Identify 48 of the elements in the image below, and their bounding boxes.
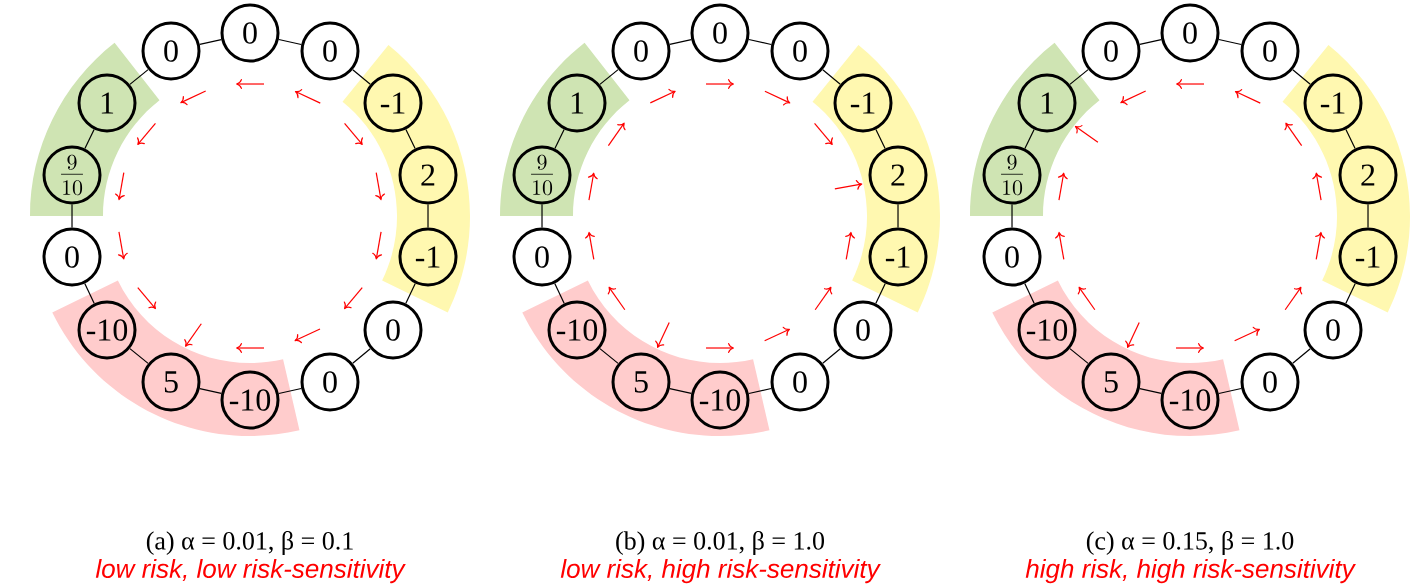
subtitle: low risk, low risk-sensitivity xyxy=(95,558,406,584)
connector-line xyxy=(1139,387,1162,395)
connector-line xyxy=(1139,38,1162,46)
connector-line xyxy=(1218,387,1242,395)
connector-line xyxy=(897,203,899,229)
connector-line xyxy=(554,283,565,304)
connector-line xyxy=(427,203,429,229)
connector-line xyxy=(1069,348,1089,364)
connector-line xyxy=(1011,203,1013,229)
caption: (b) α = 0.01, β = 1.0 xyxy=(616,531,825,555)
connector-line xyxy=(875,128,886,150)
connector-line xyxy=(129,69,149,85)
connector-line xyxy=(1218,38,1242,46)
connector-line xyxy=(405,128,416,150)
connector-line xyxy=(669,387,692,395)
connector-line xyxy=(669,38,692,46)
connector-line xyxy=(1345,283,1356,304)
connector-line xyxy=(1069,69,1089,85)
connector-line xyxy=(554,128,565,150)
subtitle: high risk, high risk-sensitivity xyxy=(1025,558,1356,584)
connector-line xyxy=(822,348,841,364)
connector-line xyxy=(1292,69,1311,85)
caption: (c) α = 0.15, β = 1.0 xyxy=(1086,531,1294,555)
subtitle: low risk, high risk-sensitivity xyxy=(560,558,881,584)
connector-line xyxy=(1367,203,1369,229)
connector-line xyxy=(822,69,841,85)
connector-line xyxy=(875,283,886,304)
connector-line xyxy=(1024,283,1035,304)
connector-line xyxy=(1345,128,1356,150)
connector-line xyxy=(541,203,543,229)
connector-line xyxy=(199,387,222,395)
connector-line xyxy=(199,38,222,46)
connector-line xyxy=(748,38,772,46)
connector-line xyxy=(278,38,302,46)
connector-line xyxy=(599,69,619,85)
connector-line xyxy=(84,283,95,304)
caption: (a) α = 0.01, β = 0.1 xyxy=(146,531,353,555)
connector-line xyxy=(352,69,371,85)
connector-line xyxy=(352,348,371,364)
connector-line xyxy=(599,348,619,364)
connector-line xyxy=(748,387,772,395)
connector-line xyxy=(129,348,149,364)
connector-line xyxy=(1292,348,1311,364)
connector-line xyxy=(278,387,302,395)
connector-line xyxy=(71,203,73,229)
connector-line xyxy=(84,128,95,150)
connector-line xyxy=(1024,128,1035,150)
connector-line xyxy=(405,283,416,304)
